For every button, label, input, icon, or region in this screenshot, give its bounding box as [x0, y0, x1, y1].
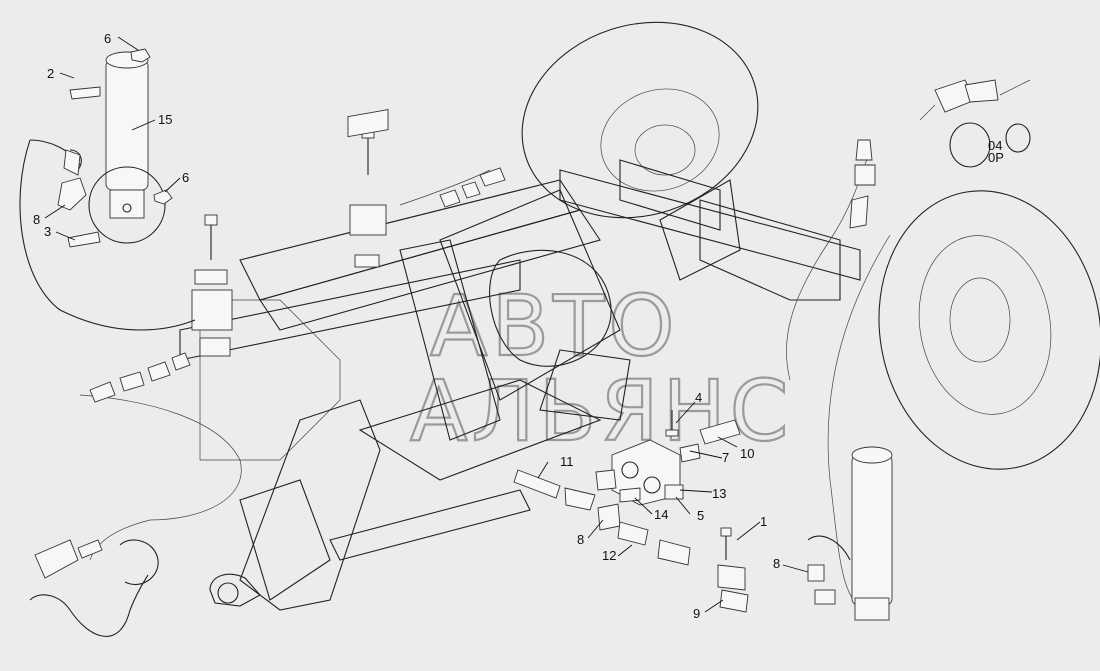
watermark: АВТО АЛЬЯНС	[199, 276, 792, 461]
left-bolt-assembly	[191, 214, 233, 357]
fitting-chain-top	[439, 167, 506, 208]
callouts: 6 2 15 6 8 3 4 7 10 11 13 14 5 8 12 1 9 …	[33, 31, 780, 621]
watermark-logo	[199, 299, 341, 461]
fitting-chain-right	[849, 139, 876, 229]
cable-left-2	[89, 519, 151, 561]
small-label-04: 04	[988, 138, 1002, 153]
watermark-line1: АВТО	[430, 277, 679, 375]
callout-6-right: 6	[182, 170, 189, 185]
wheel-upper	[521, 21, 759, 219]
callout-14: 14	[654, 507, 668, 522]
hose-top-center	[399, 169, 491, 206]
watermark-line2: АЛЬЯНС	[410, 362, 792, 460]
callout-4: 4	[695, 390, 702, 405]
cylinder-right	[807, 446, 893, 621]
callout-6-top: 6	[104, 31, 111, 46]
leader-lines	[44, 36, 809, 613]
small-label-0p: 0P	[988, 150, 1004, 165]
cable-left	[79, 394, 242, 521]
callout-8-right: 8	[773, 556, 780, 571]
hose-right-2	[827, 234, 891, 616]
valve-assembly	[513, 410, 749, 613]
detail-inset-top-right: 04 0P	[919, 79, 1031, 168]
callout-3: 3	[44, 224, 51, 239]
callout-12: 12	[602, 548, 616, 563]
callout-11: 11	[560, 454, 574, 469]
callout-9: 9	[693, 606, 700, 621]
callout-13: 13	[712, 486, 726, 501]
callout-8-left: 8	[33, 212, 40, 227]
tractor-frame	[179, 179, 631, 611]
fitting-chain-left	[89, 352, 191, 403]
callout-2: 2	[47, 66, 54, 81]
hose-left-loop	[19, 139, 196, 331]
cylinder-left	[57, 48, 173, 248]
callout-5: 5	[697, 508, 704, 523]
callout-7: 7	[722, 450, 729, 465]
callout-15: 15	[158, 112, 172, 127]
callout-1: 1	[760, 514, 767, 529]
top-bolt-assembly	[347, 109, 389, 268]
quick-coupler	[29, 539, 159, 637]
callout-8-center: 8	[577, 532, 584, 547]
callout-10: 10	[740, 446, 754, 461]
wheel-lower-right	[878, 190, 1100, 470]
